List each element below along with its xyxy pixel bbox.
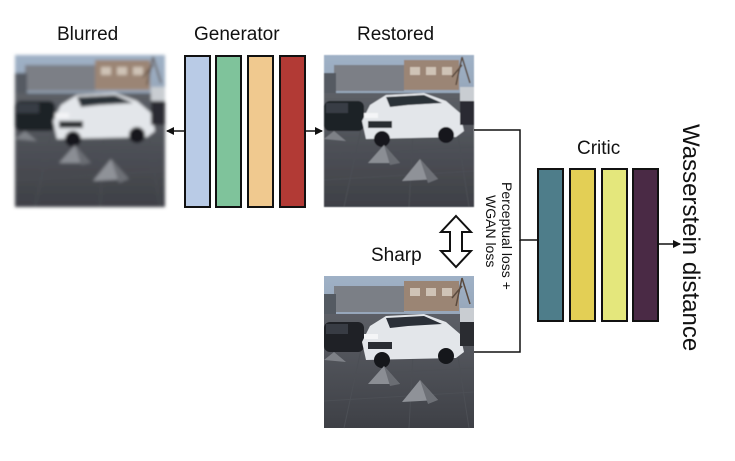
restored-label: Restored <box>357 24 435 45</box>
loss-label-line1: Perceptual loss + <box>499 182 515 290</box>
generator-layer-4 <box>279 55 306 208</box>
critic-block <box>537 168 659 322</box>
critic-layer-3 <box>601 168 628 322</box>
wasserstein-label: Wasserstein distance <box>677 124 704 351</box>
critic-layer-1 <box>537 168 564 322</box>
generator-layer-2 <box>215 55 242 208</box>
connector-restored <box>474 129 537 241</box>
blurred-photo <box>14 54 166 208</box>
blurred-label: Blurred <box>57 24 119 45</box>
critic-label: Critic <box>577 138 621 159</box>
restored-photo <box>323 54 475 208</box>
sharp-photo <box>323 275 475 429</box>
generator-label: Generator <box>194 24 280 45</box>
loss-label-line2: WGAN loss <box>483 195 499 267</box>
critic-layer-4 <box>632 168 659 322</box>
double-arrow-icon <box>438 214 474 269</box>
generator-layer-3 <box>247 55 274 208</box>
critic-layer-2 <box>569 168 596 322</box>
sharp-label: Sharp <box>371 245 422 266</box>
generator-layer-1 <box>184 55 211 208</box>
connector-sharp <box>474 240 521 353</box>
generator-block <box>184 55 306 208</box>
